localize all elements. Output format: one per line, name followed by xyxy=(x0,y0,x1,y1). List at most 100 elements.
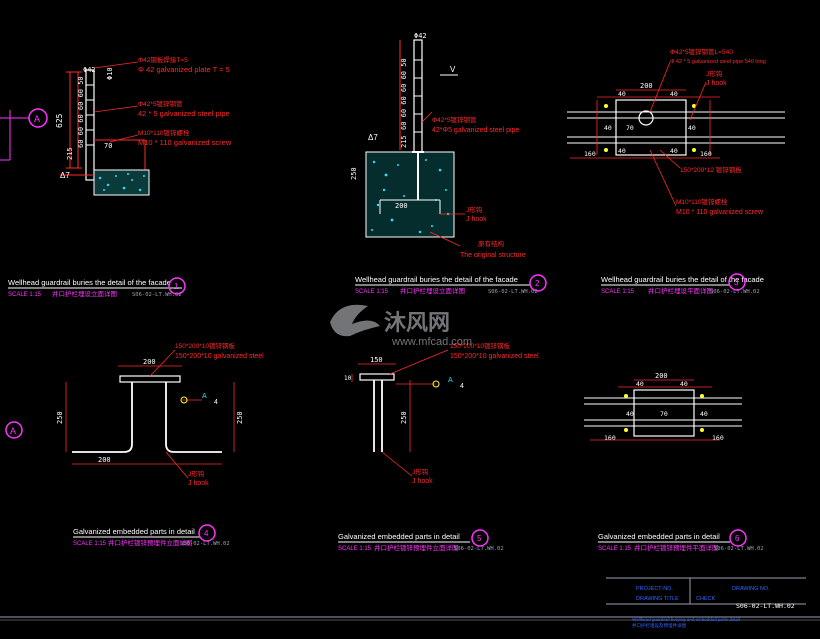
svg-text:70: 70 xyxy=(626,124,634,132)
svg-text:200: 200 xyxy=(98,456,111,464)
watermark-logo: 沐风网 www.mfcad.com xyxy=(330,304,472,348)
svg-text:SCALE 1:15: SCALE 1:15 xyxy=(598,546,632,552)
svg-text:J hook: J hook xyxy=(188,480,209,487)
p6-dimlines xyxy=(590,379,720,441)
p1-label-screw-cn: M10*110镀锌螺栓 xyxy=(138,128,190,137)
svg-text:J hook: J hook xyxy=(466,216,487,223)
p2-leaders xyxy=(421,111,465,247)
svg-text:井口护栏埋设立面详图: 井口护栏埋设立面详图 xyxy=(400,286,465,295)
p1-dimlines xyxy=(66,71,146,172)
svg-text:The original structure: The original structure xyxy=(460,252,526,259)
p5-plate xyxy=(359,373,395,381)
svg-text:150*200*10镀锌钢板: 150*200*10镀锌钢板 xyxy=(450,341,510,350)
svg-text:40: 40 xyxy=(700,410,708,418)
p1-title: Wellhead guardrail buries the detail of … xyxy=(8,278,171,287)
p5-leaders xyxy=(381,349,449,477)
svg-text:40: 40 xyxy=(688,124,696,132)
p4-rods xyxy=(72,382,222,453)
svg-text:40: 40 xyxy=(636,380,644,388)
p4-leaders xyxy=(149,349,202,479)
p2-concrete xyxy=(365,151,455,238)
svg-text:S06-02-LT.WH.02: S06-02-LT.WH.02 xyxy=(488,289,538,295)
svg-text:沐风网: 沐风网 xyxy=(384,310,450,335)
svg-text:CHECK: CHECK xyxy=(696,596,716,602)
svg-text:160: 160 xyxy=(712,434,724,442)
svg-text:70: 70 xyxy=(104,142,112,150)
p2-number-bubble xyxy=(529,274,547,292)
svg-text:150: 150 xyxy=(370,356,383,364)
side-marker-a4: A xyxy=(0,108,48,161)
svg-text:M10 * 110 galvanized screw: M10 * 110 galvanized screw xyxy=(676,209,764,216)
svg-text:M10*110镀锌螺栓: M10*110镀锌螺栓 xyxy=(676,197,728,206)
p6-bolts xyxy=(624,394,704,432)
svg-text:150*200*10 galvanized steel: 150*200*10 galvanized steel xyxy=(175,353,264,360)
svg-text:J形钩: J形钩 xyxy=(412,467,429,476)
svg-text:250: 250 xyxy=(350,167,358,180)
p1-rungs xyxy=(86,84,94,146)
p3-plate xyxy=(615,99,687,156)
p5-title: Galvanized embedded parts in detail xyxy=(338,532,460,541)
svg-text:250: 250 xyxy=(56,411,64,424)
panel-2-facade: Φ42 60 60 60 60 60 50 215 V Δ7 250 200 Φ… xyxy=(350,32,547,295)
p6-rails xyxy=(584,397,742,427)
svg-text:Φ42: Φ42 xyxy=(414,32,427,40)
svg-text:SCALE 1:15: SCALE 1:15 xyxy=(73,541,107,547)
svg-text:Φ42*5镀锌钢管L=540: Φ42*5镀锌钢管L=540 xyxy=(670,47,733,56)
svg-text:S06-02-LT.WH.02: S06-02-LT.WH.02 xyxy=(710,289,760,295)
svg-text:Φ10: Φ10 xyxy=(106,67,114,80)
svg-text:SCALE 1:15: SCALE 1:15 xyxy=(338,546,372,552)
svg-text:40: 40 xyxy=(618,147,626,155)
title-block: PROJECT-NO. DRAWING TITLE DRAWING NO. CH… xyxy=(606,577,806,629)
svg-text:井口护栏镀锌预埋件立面详图: 井口护栏镀锌预埋件立面详图 xyxy=(108,538,193,547)
svg-text:150*200*12 镀锌钢板: 150*200*12 镀锌钢板 xyxy=(680,165,742,174)
svg-text:200: 200 xyxy=(640,82,653,90)
svg-text:J hook: J hook xyxy=(706,80,727,87)
p1-label-top: Φ 42 galvanized plate T = 5 xyxy=(138,65,230,74)
svg-text:井口护栏埋设平面详图: 井口护栏埋设平面详图 xyxy=(648,286,713,295)
p5-number-bubble xyxy=(471,529,489,547)
svg-text:40: 40 xyxy=(670,147,678,155)
svg-text:S06-02-LT.WH.02: S06-02-LT.WH.02 xyxy=(180,541,230,547)
svg-text:40: 40 xyxy=(680,380,688,388)
p4-plate xyxy=(119,375,181,383)
svg-text:S06-02-LT.WH.02: S06-02-LT.WH.02 xyxy=(132,292,182,298)
svg-text:150*200*10 galvanized steel: 150*200*10 galvanized steel xyxy=(450,353,539,360)
svg-text:Φ42: Φ42 xyxy=(83,66,96,74)
p6-number-bubble xyxy=(729,529,747,547)
svg-text:S06-02-LT.WH.02: S06-02-LT.WH.02 xyxy=(714,546,764,552)
panel-1-facade: 625 60 60 60 60 60 50 Φ42 215 70 Φ10 Δ7 … xyxy=(8,55,232,298)
p2-title: Wellhead guardrail buries the detail of … xyxy=(355,275,518,284)
p1-leaders xyxy=(93,61,139,143)
svg-text:S06-02-LT.WH.02: S06-02-LT.WH.02 xyxy=(454,546,504,552)
p3-rails xyxy=(567,111,785,144)
p1-number-bubble xyxy=(168,277,186,295)
svg-text:井口护栏镀锌预埋件立面详图: 井口护栏镀锌预埋件立面详图 xyxy=(374,543,459,552)
svg-text:J hook: J hook xyxy=(412,478,433,485)
svg-text:原有结构: 原有结构 xyxy=(478,239,505,248)
svg-text:200: 200 xyxy=(395,202,408,210)
svg-text:215: 215 xyxy=(66,147,74,160)
svg-text:A: A xyxy=(10,426,16,436)
svg-text:J形钩: J形钩 xyxy=(188,469,205,478)
svg-text:S06-02-LT.WH.02: S06-02-LT.WH.02 xyxy=(736,602,795,610)
svg-text:70: 70 xyxy=(660,410,668,418)
svg-text:2: 2 xyxy=(535,279,540,288)
p6-plate xyxy=(633,389,695,437)
svg-text:200: 200 xyxy=(655,372,668,380)
p3-title: Wellhead guardrail buries the detail of … xyxy=(601,275,764,284)
svg-text:60 60 60 60 60 50: 60 60 60 60 60 50 xyxy=(77,76,85,148)
svg-text:井口护栏镀锌预埋件平面详图: 井口护栏镀锌预埋件平面详图 xyxy=(634,543,719,552)
svg-text:160: 160 xyxy=(604,434,616,442)
svg-text:160: 160 xyxy=(584,150,596,158)
svg-text:PROJECT-NO.: PROJECT-NO. xyxy=(636,586,673,592)
svg-text:J形钩: J形钩 xyxy=(706,69,723,78)
side-marker-a5: A xyxy=(5,421,23,439)
svg-text:V: V xyxy=(450,65,456,74)
svg-text:4: 4 xyxy=(460,383,464,390)
svg-text:40: 40 xyxy=(626,410,634,418)
svg-text:4: 4 xyxy=(204,529,209,538)
svg-text:5: 5 xyxy=(477,534,482,543)
svg-text:井口护栏埋设及预埋件详图: 井口护栏埋设及预埋件详图 xyxy=(632,622,686,629)
drawing-frame xyxy=(0,616,820,621)
